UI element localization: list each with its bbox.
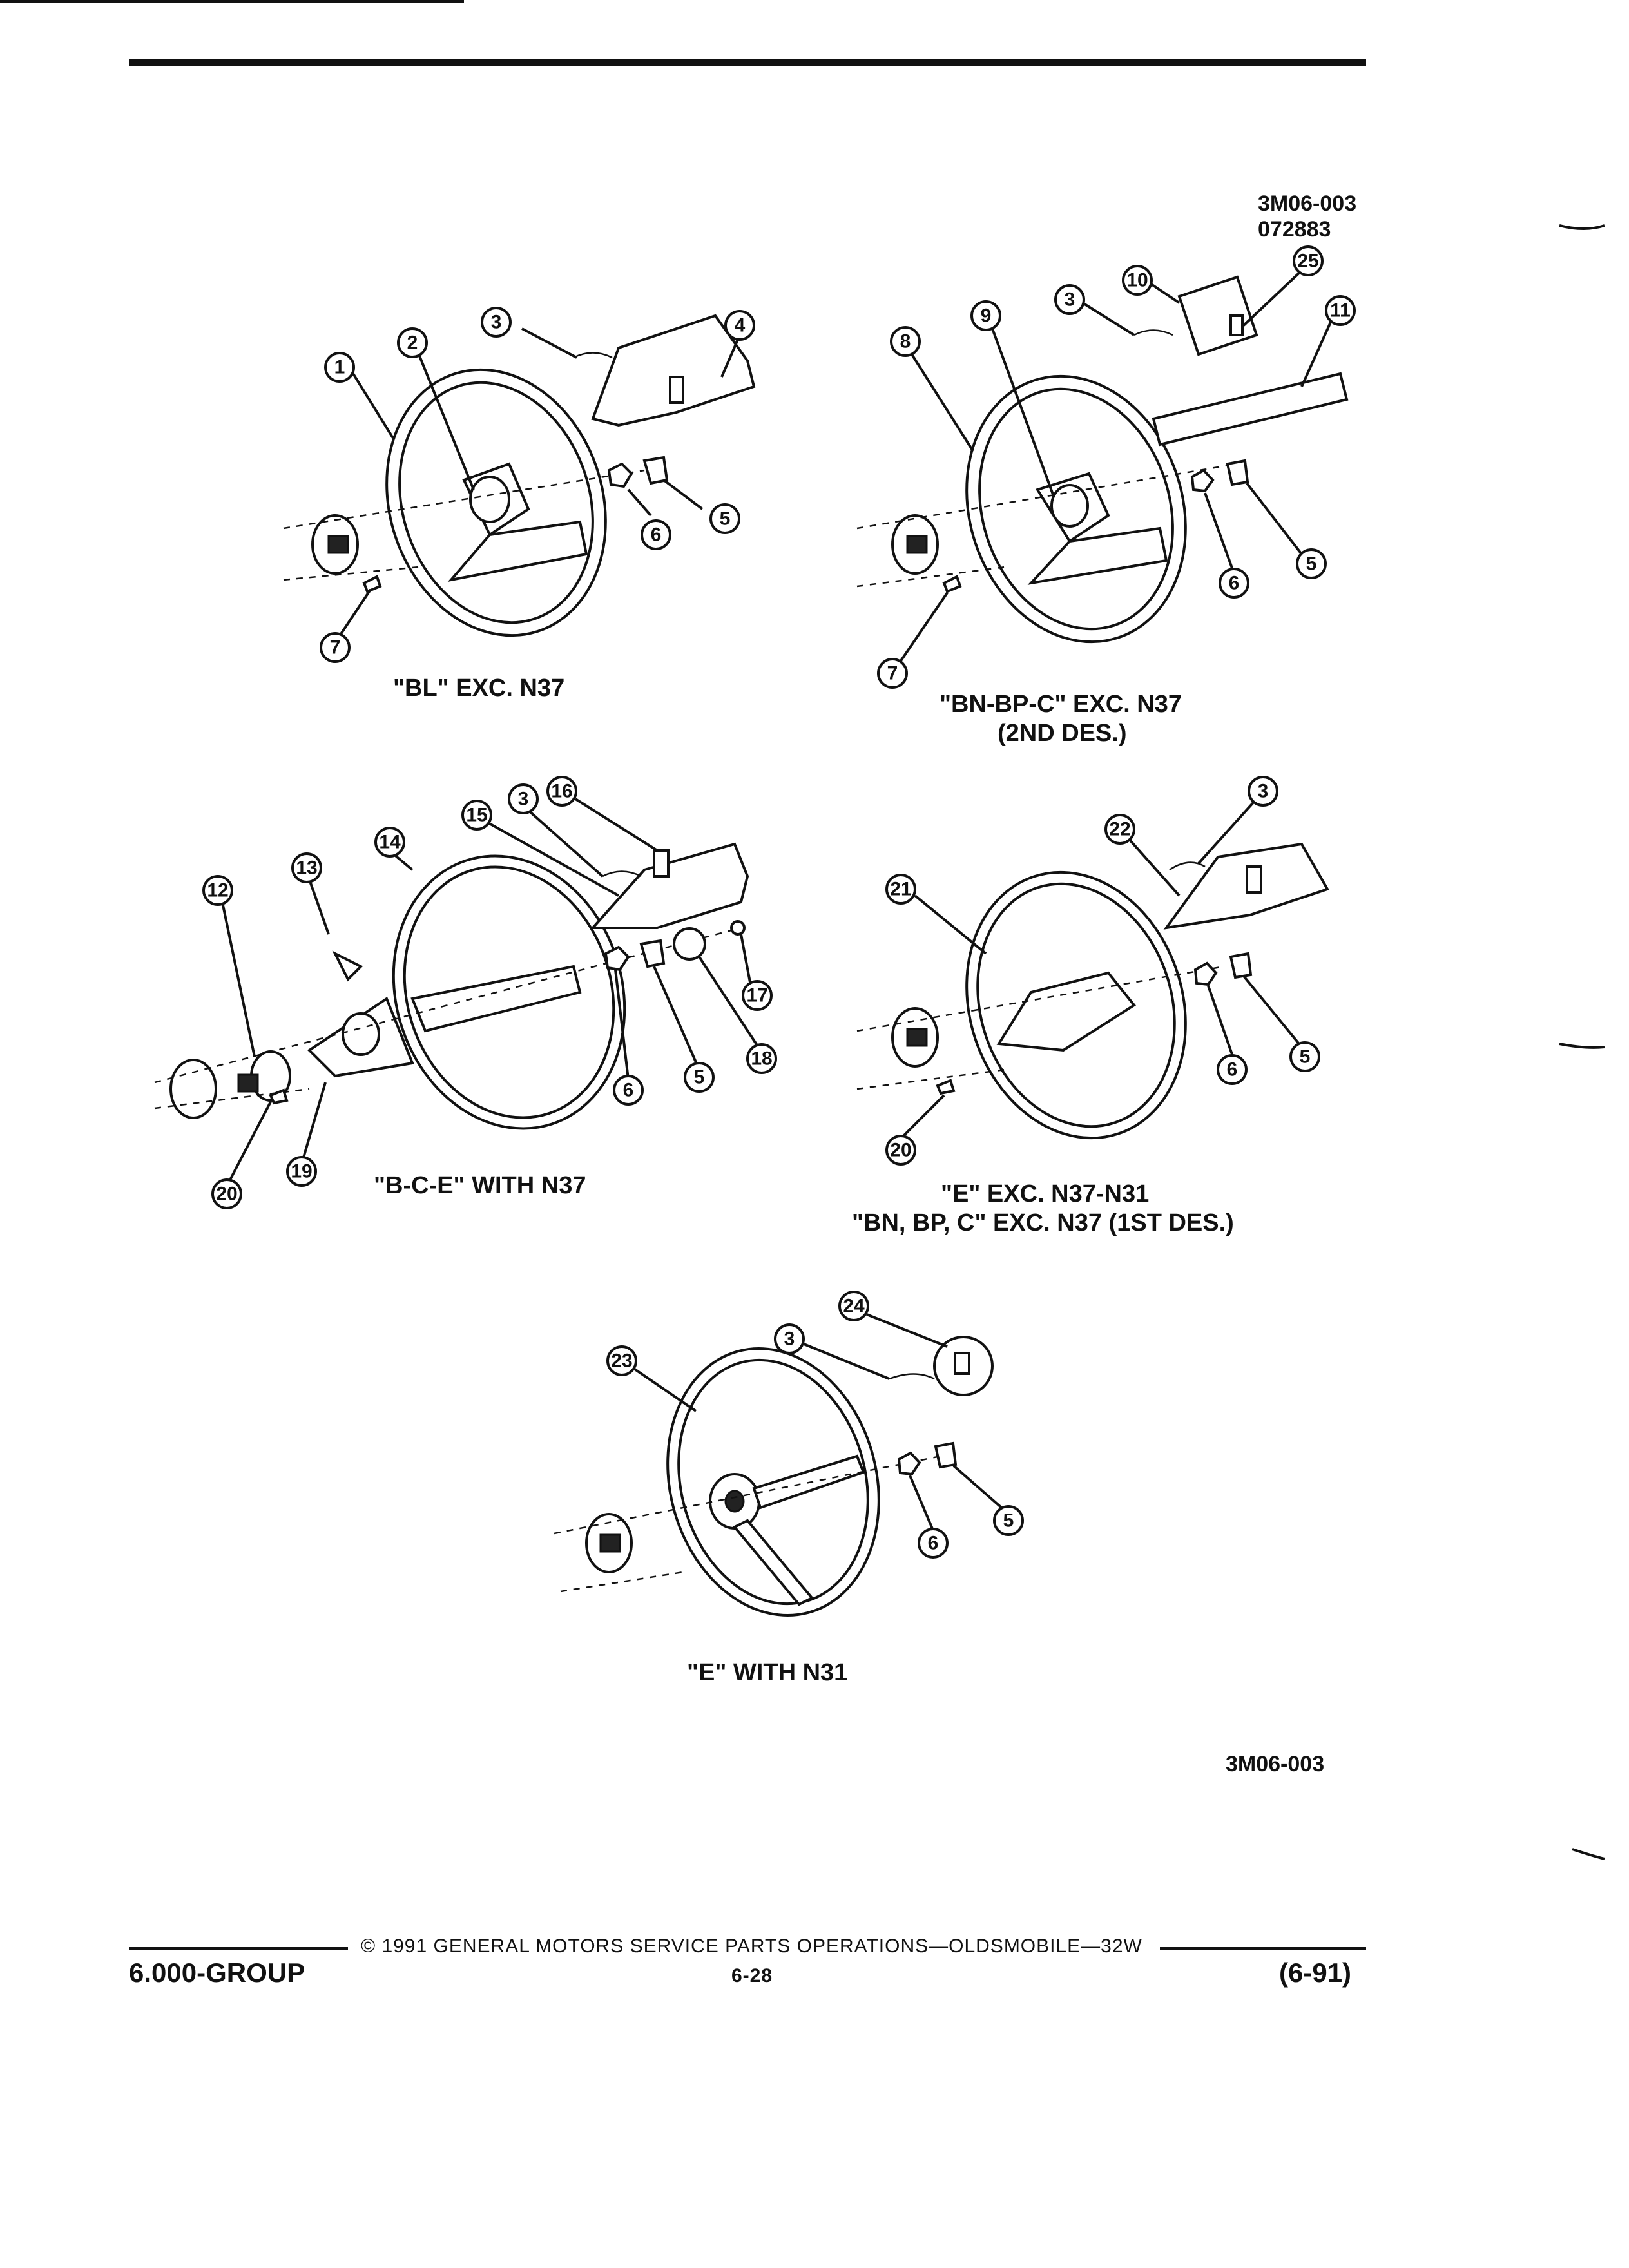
svg-text:8: 8 [900,331,911,352]
diagram2-callouts: 8 9 3 10 25 11 5 6 7 [877,245,1356,689]
svg-text:2: 2 [407,332,418,354]
svg-text:21: 21 [890,879,911,900]
footer-copyright: © 1991 GENERAL MOTORS SERVICE PARTS OPER… [361,1936,1142,1957]
svg-text:11: 11 [1330,300,1351,322]
footer-date: (6-91) [1279,1957,1352,1988]
clip-13 [332,950,363,982]
svg-text:3: 3 [784,1329,795,1350]
nut-6 [897,1451,921,1476]
svg-text:3: 3 [518,789,529,810]
caption-diagram-2-line2: (2ND DES.) [998,720,1127,747]
svg-text:16: 16 [551,781,572,802]
screw-17 [730,920,746,936]
diagram-bl-exc-n37 [283,314,756,639]
svg-text:9: 9 [981,305,992,327]
footer-rule-left [129,1947,348,1950]
spoke [732,1519,815,1606]
figure-code-footer: 3M06-003 [1226,1752,1325,1776]
steering-wheel-spoke [410,965,582,1033]
horn-cap-10 [1177,275,1258,356]
svg-text:6: 6 [623,1080,634,1101]
svg-text:20: 20 [216,1184,237,1205]
caption-diagram-2-line1: "BN-BP-C" EXC. N37 [940,691,1182,718]
svg-text:6: 6 [928,1533,939,1554]
horn-pad-4 [591,314,756,427]
screw-7 [942,575,962,593]
diagram4-callouts: 21 22 3 5 6 20 [885,776,1320,1166]
svg-text:6: 6 [651,524,662,546]
svg-text:6: 6 [1229,573,1240,594]
footer-group: 6.000-GROUP [129,1957,305,1988]
horn-pad-15 [590,842,749,929]
svg-text:3: 3 [1258,781,1269,802]
svg-text:13: 13 [296,858,317,879]
svg-text:23: 23 [611,1350,632,1372]
svg-text:24: 24 [843,1296,865,1317]
screw-7 [362,575,382,593]
svg-text:12: 12 [207,880,228,901]
svg-text:7: 7 [887,663,898,684]
diagram-e-exc-n37-n31 [856,798,1329,1140]
retainer-5 [642,456,669,485]
screw-20 [269,1088,289,1105]
diagram-e-with-n31 [554,1313,1007,1617]
svg-text:15: 15 [466,805,487,826]
diagram3-callouts: 12 13 14 15 3 16 17 18 5 6 19 20 [202,776,777,1209]
svg-text:19: 19 [291,1161,312,1182]
svg-text:17: 17 [746,985,767,1006]
top-edge-rule [0,0,464,3]
steering-wheel-rim [965,870,1187,1140]
caption-diagram-4-line1: "E" EXC. N37-N31 [941,1180,1150,1207]
diagram1-callouts: 1 2 3 4 5 6 7 [320,307,755,663]
svg-text:3: 3 [491,312,502,333]
screw-20 [936,1079,956,1095]
retainer-5 [639,939,666,968]
caption-diagram-3: "B-C-E" WITH N37 [374,1172,586,1199]
svg-text:1: 1 [334,357,345,378]
svg-text:20: 20 [890,1140,911,1161]
svg-text:4: 4 [735,315,746,336]
diagram5-callouts: 23 3 24 5 6 [606,1291,1024,1559]
svg-text:5: 5 [720,508,731,530]
nut-6 [1193,961,1218,986]
svg-text:5: 5 [1003,1510,1014,1532]
svg-text:10: 10 [1126,270,1148,291]
svg-text:25: 25 [1297,251,1318,272]
svg-text:6: 6 [1227,1059,1238,1081]
svg-text:3: 3 [1065,289,1075,311]
steering-wheel-rim [666,1347,880,1617]
caption-diagram-5: "E" WITH N31 [687,1659,848,1686]
svg-text:5: 5 [1300,1046,1311,1068]
nut-6 [1190,468,1215,493]
nut-6 [607,462,633,488]
svg-text:22: 22 [1109,819,1130,840]
caption-diagram-1: "BL" EXC. N37 [393,675,565,702]
footer-page-number: 6-28 [731,1965,773,1986]
figure-date-header: 072883 [1258,217,1331,242]
figure-code-header: 3M06-003 [1258,191,1357,216]
header-rule [129,59,1366,66]
svg-text:18: 18 [751,1048,772,1070]
footer-rule-right [1160,1947,1366,1950]
svg-text:5: 5 [694,1067,705,1088]
diagram-b-c-e-with-n37 [154,798,762,1183]
steering-wheel-hub [996,971,1136,1052]
svg-text:14: 14 [379,832,401,853]
svg-text:7: 7 [330,637,341,658]
diagram-bn-bp-c-2nd-des [856,269,1349,665]
trim-11 [1152,372,1349,447]
retainer-5 [1226,459,1249,486]
ring-18 [673,927,706,961]
svg-text:5: 5 [1306,553,1317,575]
retainer-5 [934,1441,958,1469]
nut-6 [604,945,630,972]
retainer-5 [1229,952,1253,979]
steering-wheel-rim [385,368,607,637]
steering-wheel-rim [965,374,1187,644]
caption-diagram-4-line2: "BN, BP, C" EXC. N37 (1ST DES.) [852,1209,1234,1236]
